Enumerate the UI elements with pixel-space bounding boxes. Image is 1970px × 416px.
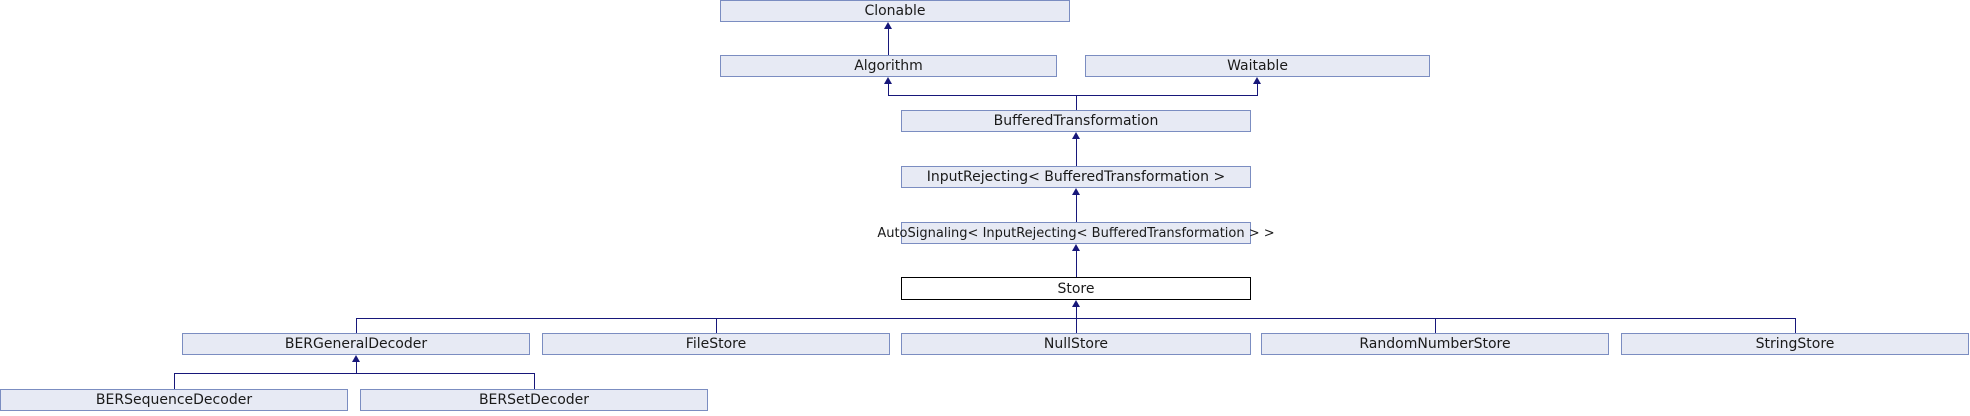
edge-bergeneral-children-bar: [174, 373, 535, 374]
edge-buffered-to-waitable: [1257, 84, 1258, 96]
node-label: Waitable: [1227, 58, 1288, 74]
edge-children-to-store: [1076, 307, 1077, 318]
node-label: RandomNumberStore: [1359, 336, 1511, 352]
node-label: AutoSignaling< InputRejecting< BufferedT…: [877, 225, 1275, 241]
node-label: BERSetDecoder: [478, 392, 590, 408]
node-label: Clonable: [864, 3, 926, 19]
node-label: NullStore: [1043, 336, 1109, 352]
arrowhead-store: [1072, 300, 1080, 307]
arrowhead-autosignaling: [1072, 244, 1080, 251]
node-bersetdecoder[interactable]: BERSetDecoder: [360, 389, 708, 411]
arrowhead-waitable: [1253, 77, 1261, 84]
node-label: Store: [1057, 280, 1095, 297]
node-label: Algorithm: [854, 58, 923, 74]
node-autosignaling[interactable]: AutoSignaling< InputRejecting< BufferedT…: [877, 222, 1275, 244]
node-randomnumberstore[interactable]: RandomNumberStore: [1261, 333, 1609, 355]
edge-drop-to-bersetdecoder: [534, 373, 535, 389]
arrowhead-algorithm: [884, 77, 892, 84]
node-bersequencedecoder[interactable]: BERSequenceDecoder: [0, 389, 348, 411]
node-label: InputRejecting< BufferedTransformation >: [926, 169, 1226, 185]
edge-children-to-bergeneraldecoder: [356, 362, 357, 373]
node-label: BERGeneralDecoder: [284, 336, 428, 352]
edge-drop-to-nullstore: [1076, 318, 1077, 333]
edge-drop-to-buffered: [1076, 95, 1077, 110]
node-nullstore[interactable]: NullStore: [901, 333, 1251, 355]
edge-autosignaling-to-inputrejecting: [1076, 195, 1077, 222]
edge-algorithm-to-clonable: [888, 29, 889, 55]
node-bufferedtransformation[interactable]: BufferedTransformation: [901, 110, 1251, 132]
arrowhead-clonable: [884, 22, 892, 29]
node-filestore[interactable]: FileStore: [542, 333, 890, 355]
edge-buffered-to-algorithm: [888, 84, 889, 96]
node-stringstore[interactable]: StringStore: [1621, 333, 1969, 355]
node-store[interactable]: Store: [901, 277, 1251, 300]
edge-store-to-autosignaling: [1076, 251, 1077, 277]
edge-store-children-bar: [356, 318, 1795, 319]
node-clonable[interactable]: Clonable: [720, 0, 1070, 22]
node-bergeneraldecoder[interactable]: BERGeneralDecoder: [182, 333, 530, 355]
edge-drop-to-bergeneraldecoder: [356, 318, 357, 333]
node-label: FileStore: [685, 336, 747, 352]
edge-drop-to-randomnumberstore: [1435, 318, 1436, 333]
arrowhead-buffered: [1072, 132, 1080, 139]
node-label: StringStore: [1755, 336, 1835, 352]
arrowhead-bergeneraldecoder: [352, 355, 360, 362]
node-label: BufferedTransformation: [993, 113, 1159, 129]
node-label: BERSequenceDecoder: [95, 392, 253, 408]
node-inputrejecting[interactable]: InputRejecting< BufferedTransformation >: [901, 166, 1251, 188]
edge-drop-to-stringstore: [1795, 318, 1796, 333]
edge-inputrejecting-to-buffered: [1076, 139, 1077, 166]
arrowhead-inputrejecting: [1072, 188, 1080, 195]
edge-drop-to-bersequencedecoder: [174, 373, 175, 389]
edge-drop-to-filestore: [716, 318, 717, 333]
node-waitable[interactable]: Waitable: [1085, 55, 1430, 77]
node-algorithm[interactable]: Algorithm: [720, 55, 1057, 77]
edge-join-bar-parents: [888, 95, 1258, 96]
